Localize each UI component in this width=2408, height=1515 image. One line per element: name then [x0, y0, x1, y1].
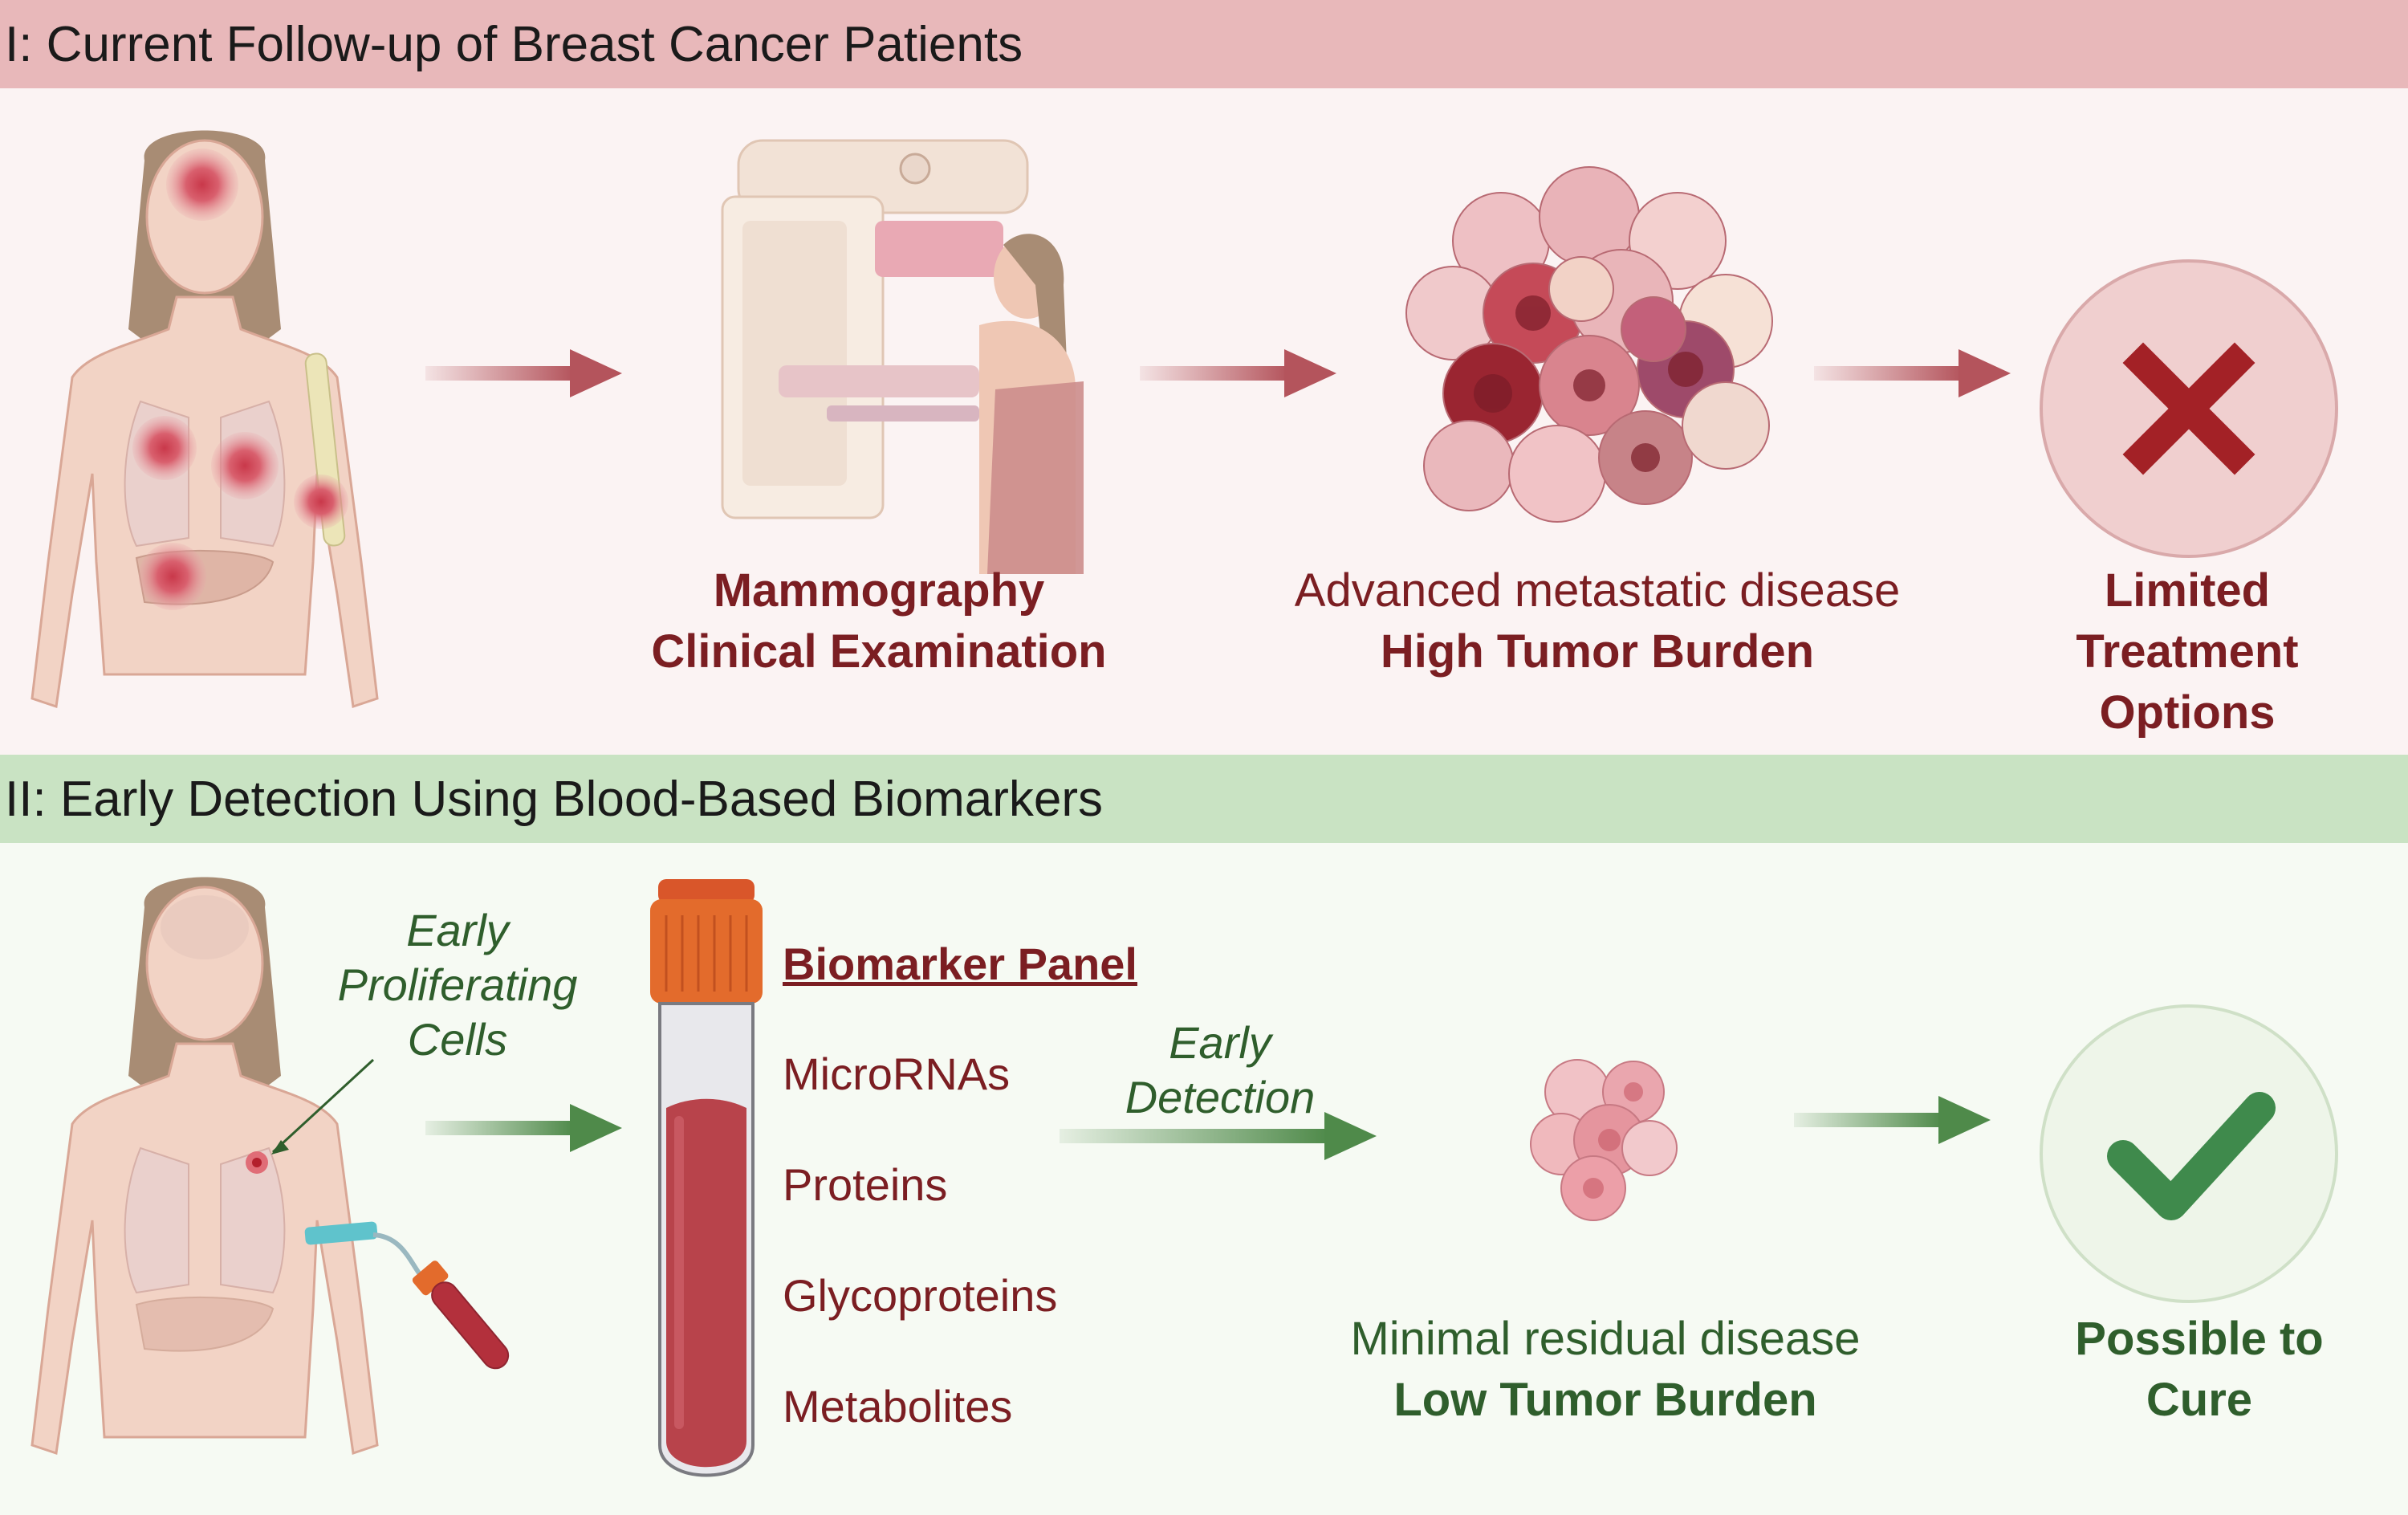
arrow-right-icon — [1814, 349, 2011, 397]
arrow-right-icon — [425, 349, 622, 397]
early-detection-line1: Early — [1169, 1017, 1271, 1068]
section-2-title: II: Early Detection Using Blood-Based Bi… — [5, 771, 1104, 827]
arrow-right-icon — [425, 1104, 622, 1152]
small-tumor-cluster — [1530, 1059, 1678, 1221]
options-label: Options — [2099, 686, 2276, 739]
cross-icon — [2040, 259, 2338, 558]
advanced-disease-caption: Advanced metastatic disease High Tumor B… — [1252, 560, 1942, 682]
biomarker-panel-title: Biomarker Panel — [783, 939, 1137, 989]
section-1-title: I: Current Follow-up of Breast Cancer Pa… — [5, 16, 1023, 72]
arrow-right-icon — [1140, 349, 1336, 397]
early-proliferating-cells-label: Early Proliferating Cells — [313, 903, 602, 1067]
arrow-right-icon — [1060, 1112, 1377, 1160]
minimal-disease-caption: Minimal residual disease Low Tumor Burde… — [1268, 1309, 1942, 1431]
low-tumor-burden-label: Low Tumor Burden — [1393, 1374, 1817, 1426]
biomarker-item: Proteins — [783, 1159, 948, 1210]
female-body-metastases — [31, 130, 379, 708]
treatment-label: Treatment — [2076, 625, 2299, 678]
mammography-label: Mammography — [713, 564, 1045, 617]
limited-label: Limited — [2104, 564, 2271, 617]
possible-to-label: Possible to — [2075, 1313, 2324, 1365]
early-detection-label: Early Detection — [1076, 1016, 1365, 1125]
section-1-panel: Mammography Clinical Examination Advance… — [0, 88, 2408, 755]
possible-cure-caption: Possible to Cure — [2031, 1309, 2368, 1431]
section-2-panel: Early Proliferating Cells Biomarker Pane… — [0, 843, 2408, 1515]
cure-label: Cure — [2146, 1374, 2253, 1426]
high-tumor-burden-label: High Tumor Burden — [1380, 625, 1815, 678]
biomarker-item: Metabolites — [783, 1381, 1013, 1432]
tumor-cluster — [1405, 166, 1773, 523]
mammography-machine — [721, 139, 1084, 574]
advanced-disease-label: Advanced metastatic disease — [1294, 564, 1901, 617]
arrow-right-icon — [1794, 1096, 1991, 1144]
mammography-caption: Mammography Clinical Examination — [618, 560, 1140, 682]
limited-options-caption: Limited Treatment Options — [2023, 560, 2352, 743]
section-1-header: I: Current Follow-up of Breast Cancer Pa… — [0, 0, 2408, 88]
early-detection-line2: Detection — [1125, 1072, 1316, 1122]
check-icon — [2040, 1004, 2338, 1303]
biomarker-item: Glycoproteins — [783, 1270, 1058, 1321]
blood-tube — [650, 879, 763, 1477]
minimal-disease-label: Minimal residual disease — [1350, 1313, 1861, 1365]
clinical-examination-label: Clinical Examination — [651, 625, 1107, 678]
proliferating-label: Proliferating — [337, 959, 578, 1010]
cells-label: Cells — [407, 1014, 508, 1065]
biomarker-item: MicroRNAs — [783, 1049, 1011, 1099]
section-2-header: II: Early Detection Using Blood-Based Bi… — [0, 755, 2408, 843]
female-body-blood-draw — [31, 877, 510, 1455]
early-label: Early — [406, 905, 509, 955]
